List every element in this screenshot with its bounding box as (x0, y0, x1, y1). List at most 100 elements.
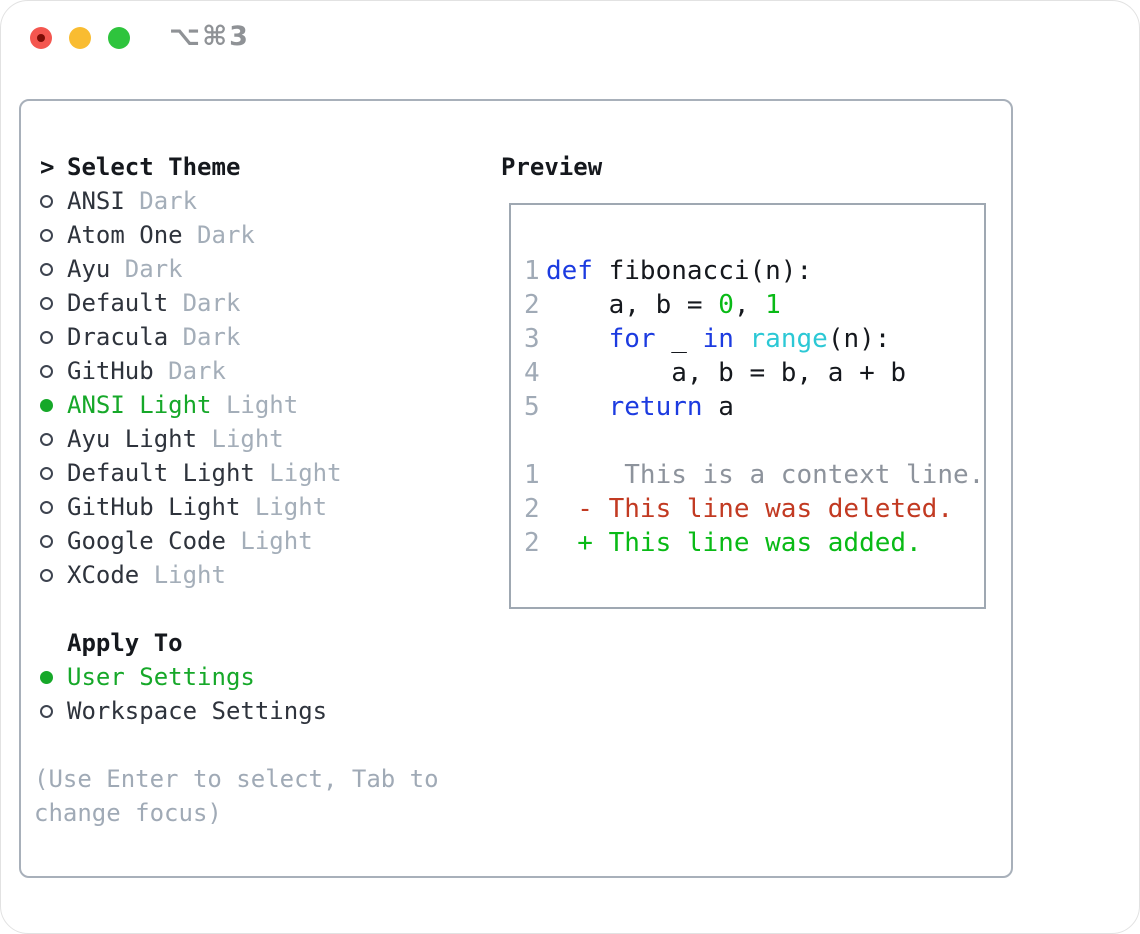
apply-to-option[interactable]: Workspace Settings (40, 694, 439, 728)
window-title: ⌥⌘3 (169, 21, 250, 52)
theme-name: ANSI Light (67, 391, 212, 419)
apply-to-list: User Settings Workspace Settings (40, 660, 439, 728)
minimize-button-icon[interactable] (69, 27, 91, 49)
hint-line-1: (Use Enter to select, Tab to (34, 765, 439, 793)
line-number: 1 (524, 460, 540, 490)
theme-variant-tag: Light (254, 459, 342, 487)
close-button-icon[interactable] (30, 27, 52, 49)
select-theme-title: Select Theme (67, 153, 241, 181)
code-line: 4 a, b = b, a + b (524, 356, 984, 390)
code-line: 5 return a (524, 390, 984, 424)
theme-option[interactable]: Google Code Light (40, 524, 439, 558)
diff-line: 1 This is a context line. (524, 458, 984, 492)
theme-variant-tag: Light (225, 527, 313, 555)
theme-variant-tag: Dark (124, 187, 198, 215)
line-number: 2 (524, 528, 540, 558)
diff-text: - This line was deleted. (546, 494, 953, 524)
line-number: 4 (524, 358, 540, 388)
theme-option[interactable]: GitHub Light Light (40, 490, 439, 524)
apply-to-label: User Settings (67, 663, 255, 691)
theme-name: Dracula (67, 323, 169, 351)
line-number: 3 (524, 324, 540, 354)
theme-variant-tag: Dark (153, 357, 226, 385)
titlebar: ⌥⌘3 (1, 1, 1139, 76)
theme-option[interactable]: Atom One Dark (40, 218, 439, 252)
theme-name: Default (67, 289, 169, 317)
radio-icon (40, 534, 53, 548)
apply-to-option[interactable]: User Settings (40, 660, 439, 694)
apply-to-title: Apply To (67, 629, 183, 657)
code-text: a, b = 0, 1 (546, 290, 781, 320)
theme-variant-tag: Dark (168, 323, 241, 351)
theme-name: Ayu Light (67, 425, 198, 453)
theme-name: Atom One (67, 221, 183, 249)
theme-name: ANSI (67, 187, 125, 215)
line-number: 2 (524, 290, 540, 320)
theme-option[interactable]: XCode Light (40, 558, 439, 592)
blank-line (524, 424, 984, 458)
theme-option[interactable]: Ayu Light Light (40, 422, 439, 456)
radio-icon (40, 194, 53, 208)
line-number: 1 (524, 256, 540, 286)
theme-variant-tag: Dark (110, 255, 183, 283)
theme-option[interactable]: GitHub Dark (40, 354, 439, 388)
radio-icon (40, 228, 53, 242)
theme-variant-tag: Light (197, 425, 284, 453)
theme-option[interactable]: ANSI Dark (40, 184, 439, 218)
apply-to-header: Apply To (40, 626, 439, 660)
theme-option[interactable]: ANSI Light Light (40, 388, 439, 422)
diff-preview: 1 This is a context line. 2 - This line … (524, 458, 984, 560)
preview-title: Preview (501, 153, 603, 181)
code-line: 3 for _ in range(n): (524, 322, 984, 356)
theme-variant-tag: Dark (168, 289, 241, 317)
radio-icon (40, 670, 53, 684)
line-number: 5 (524, 392, 540, 422)
diff-text: + This line was added. (546, 528, 922, 558)
radio-icon (40, 296, 53, 310)
code-text: a, b = b, a + b (546, 358, 907, 388)
theme-name: XCode (67, 561, 140, 589)
theme-option[interactable]: Default Light Light (40, 456, 439, 490)
radio-icon (40, 568, 53, 582)
diff-line: 2 + This line was added. (524, 526, 984, 560)
select-theme-header: > Select Theme (40, 150, 439, 184)
theme-picker-panel: > Select Theme ANSI Dark Atom One Dark A… (19, 99, 1013, 878)
code-text: for _ in range(n): (608, 324, 891, 354)
theme-list: ANSI Dark Atom One Dark Ayu Dark Default… (40, 184, 439, 592)
code-text: return a (608, 392, 734, 422)
hint-line-2: change focus) (34, 799, 222, 827)
theme-variant-tag: Light (139, 561, 226, 589)
theme-variant-tag: Light (240, 493, 328, 521)
radio-icon (40, 262, 53, 276)
radio-icon (40, 500, 53, 514)
theme-name: GitHub Light (67, 493, 241, 521)
preview-pane: 1 def fibonacci(n): 2 a, b = 0, 1 3 for … (509, 203, 986, 609)
radio-icon (40, 330, 53, 344)
theme-option[interactable]: Ayu Dark (40, 252, 439, 286)
theme-name: Default Light (67, 459, 255, 487)
code-line: 1 def fibonacci(n): (524, 254, 984, 288)
prompt-chevron-icon: > (40, 153, 55, 181)
code-text: def fibonacci(n): (546, 256, 813, 286)
traffic-lights (30, 27, 130, 49)
theme-name: Ayu (67, 255, 111, 283)
diff-text: This is a context line. (546, 460, 985, 490)
radio-icon (40, 704, 53, 718)
radio-icon (40, 398, 53, 412)
spacer (40, 728, 439, 762)
spacer (40, 592, 439, 626)
diff-line: 2 - This line was deleted. (524, 492, 984, 526)
radio-icon (40, 432, 53, 446)
code-line: 2 a, b = 0, 1 (524, 288, 984, 322)
theme-option[interactable]: Dracula Dark (40, 320, 439, 354)
apply-to-label: Workspace Settings (67, 697, 328, 725)
theme-name: Google Code (67, 527, 226, 555)
theme-variant-tag: Dark (182, 221, 255, 249)
code-preview: 1 def fibonacci(n): 2 a, b = 0, 1 3 for … (524, 254, 984, 424)
line-number: 2 (524, 494, 540, 524)
zoom-button-icon[interactable] (108, 27, 130, 49)
theme-variant-tag: Light (211, 391, 299, 419)
theme-option[interactable]: Default Dark (40, 286, 439, 320)
radio-icon (40, 466, 53, 480)
